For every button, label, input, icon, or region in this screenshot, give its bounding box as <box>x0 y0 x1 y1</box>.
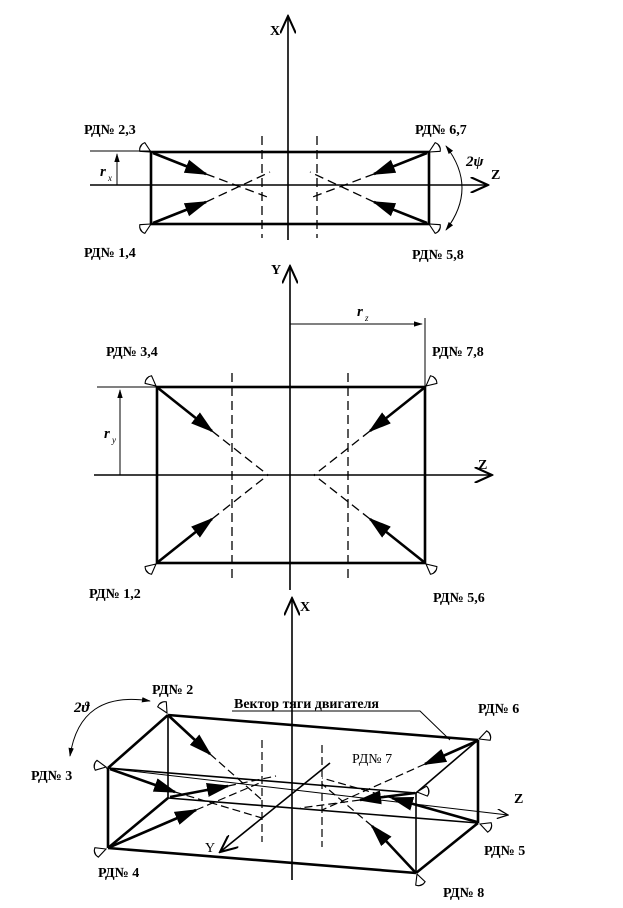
thruster-frame <box>149 150 431 226</box>
rz-subscript: z <box>364 313 369 323</box>
rx-label: r <box>100 164 106 180</box>
thrust-vector-label: Вектор тяги двигателя <box>234 697 379 712</box>
thrust-vector <box>422 739 478 766</box>
rd-label: РД№ 6,7 <box>415 123 467 138</box>
rd-label: РД№ 4 <box>98 866 139 881</box>
thrust-vector <box>371 200 428 225</box>
thrust-vector <box>109 767 178 794</box>
rd-label: РД№ 1,2 <box>89 587 141 602</box>
rd-label: РД№ 3,4 <box>106 345 158 360</box>
thrust-extension <box>313 430 371 476</box>
rd-label: РД№ 2 <box>152 683 193 698</box>
nozzle-icon <box>156 699 172 717</box>
thrust-extension <box>174 791 263 819</box>
thrust-extension <box>205 171 271 203</box>
leader-line <box>232 710 451 741</box>
rd-label: РД№ 5,6 <box>433 591 485 606</box>
y-axis-label: Y <box>205 841 215 856</box>
thrust-vector <box>169 783 231 799</box>
box-edge <box>167 797 479 824</box>
rd-label: РД№ 1,4 <box>84 246 136 261</box>
box-edge <box>107 714 169 769</box>
box-edge <box>107 797 169 849</box>
thrust-extension <box>313 474 371 520</box>
ry-subscript: y <box>111 435 116 445</box>
thrust-vector <box>368 386 425 433</box>
angle-arc <box>445 145 463 231</box>
thrust-vector <box>357 790 416 805</box>
angle-label: 2ψ <box>465 154 485 170</box>
rd-label: РД№ 7,8 <box>432 345 484 360</box>
rx-subscript: x <box>107 173 112 183</box>
z-axis-label: Z <box>491 168 500 183</box>
rd-label: РД№ 5,8 <box>412 248 464 263</box>
thrust-extension <box>309 173 375 199</box>
nozzle-icon <box>92 759 108 773</box>
angle-arc <box>68 697 151 757</box>
rd-label: РД№ 6 <box>478 702 519 717</box>
thrust-vector <box>389 796 478 824</box>
thrust-extension <box>211 474 269 520</box>
angle-label: 2ϑ <box>73 700 91 716</box>
rd-label: РД№ 7 <box>352 752 392 767</box>
rd-label: РД№ 2,3 <box>84 123 136 138</box>
view-middle: Y Z r y r z РД№ 3,4 РД№ 7,8 РД№ 1,2 РД№ … <box>89 263 492 606</box>
box-edge <box>415 821 479 875</box>
thrust-extension <box>309 171 375 203</box>
box-edge <box>415 739 479 794</box>
ry-label: r <box>104 426 110 442</box>
view-isometric: X Z Y <box>31 598 525 901</box>
thrust-vector <box>370 824 416 873</box>
rd-label: РД№ 3 <box>31 769 72 784</box>
box-edge <box>107 846 417 875</box>
view-top: X Z r x 2ψ РД№ 2,3 РД№ 6,7 РД№ 1,4 РД№ 5… <box>84 16 500 263</box>
thruster-frame <box>155 385 427 565</box>
thrust-vector <box>371 151 428 176</box>
thrust-extension <box>321 763 426 811</box>
rd-label: РД№ 5 <box>484 844 525 859</box>
z-axis <box>105 767 508 815</box>
thrust-extension <box>211 430 269 476</box>
nozzle-icon <box>477 818 494 834</box>
thrust-vector <box>152 151 209 176</box>
box-edge <box>167 713 479 742</box>
thrust-vector <box>168 715 212 756</box>
nozzle-icon <box>411 871 427 888</box>
z-axis-label: Z <box>514 792 523 807</box>
x-axis-label: X <box>300 600 310 615</box>
rd-label: РД№ 8 <box>443 886 484 901</box>
nozzle-icon <box>92 843 109 859</box>
rz-label: r <box>357 304 363 320</box>
thrust-extension <box>205 173 271 199</box>
thrust-vector <box>157 517 214 564</box>
thrust-vector <box>368 517 425 564</box>
nozzle-icon <box>476 729 493 745</box>
y-axis-label: Y <box>271 263 281 278</box>
thrust-extension <box>227 775 277 787</box>
thrust-vector <box>157 386 214 433</box>
thrust-extension <box>299 799 361 809</box>
thrust-vector <box>152 200 209 225</box>
y-axis <box>220 762 331 852</box>
z-axis-label: Z <box>478 458 487 473</box>
thrust-vector <box>109 808 199 849</box>
x-axis-label: X <box>270 24 280 39</box>
thrust-extension <box>321 783 373 827</box>
